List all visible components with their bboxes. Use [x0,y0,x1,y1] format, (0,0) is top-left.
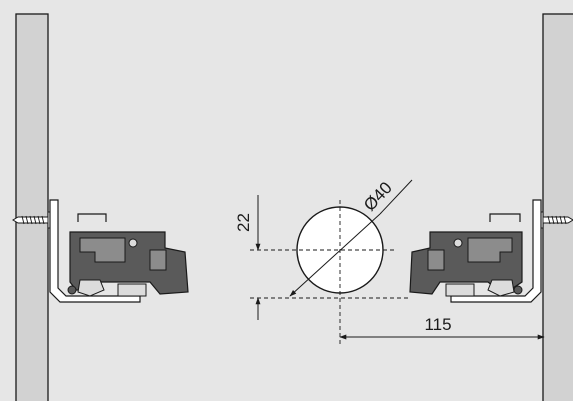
left-hinge-bracket [49,199,189,303]
horizontal-dimension-label: 115 [424,315,451,334]
left-side-panel [15,13,49,401]
right-hinge-bracket [409,199,542,303]
vertical-dimension-label: 22 [234,213,253,232]
right-side-panel [542,13,573,401]
diameter-leader [289,179,413,297]
extension-lines [250,249,410,299]
